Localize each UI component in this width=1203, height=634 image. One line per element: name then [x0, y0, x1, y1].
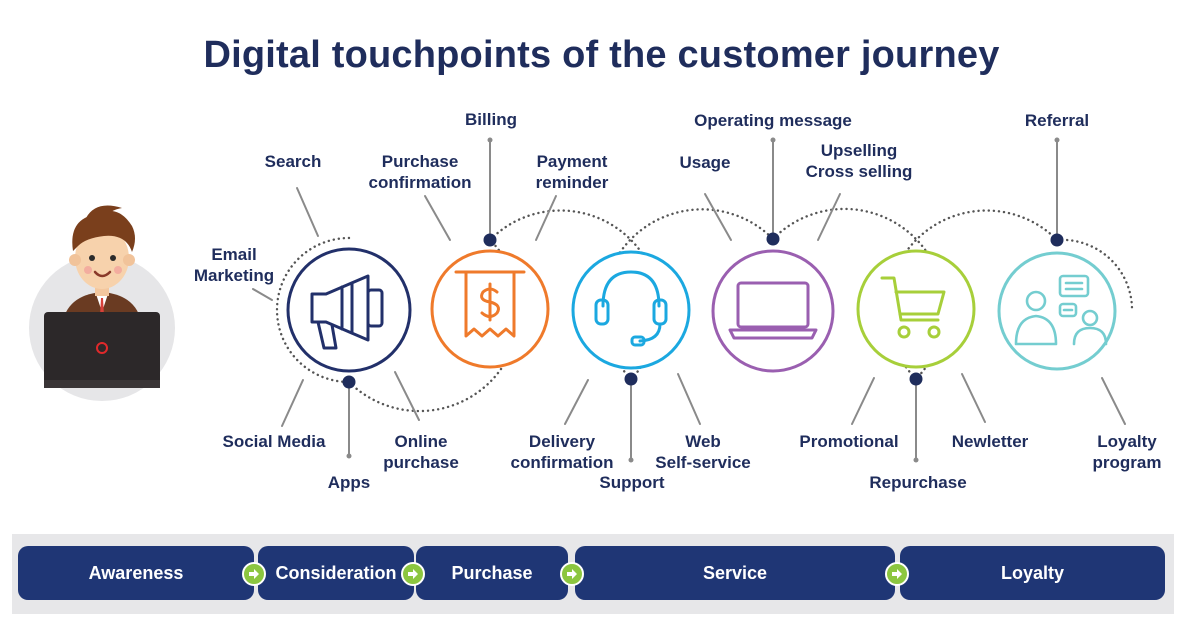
label-email-marketing: Email Marketing: [193, 245, 275, 285]
label-purchase-confirmation: Purchase confirmation: [368, 152, 472, 192]
stage-loyalty: Loyalty: [900, 546, 1165, 600]
arrow-right-icon: [885, 562, 909, 586]
stage-service: Service: [575, 546, 895, 600]
label-payment-reminder: Payment reminder: [535, 152, 609, 192]
receipt-dollar-icon: [430, 249, 550, 369]
diagram-title: Digital touchpoints of the customer jour…: [203, 34, 1000, 76]
headset-icon: [571, 250, 691, 370]
label-social-media: Social Media: [222, 432, 326, 451]
label-repurchase: Repurchase: [869, 473, 967, 492]
arrow-right-icon: [242, 562, 266, 586]
stage-consideration: Consideration: [258, 546, 414, 600]
label-operating-message: Operating message: [694, 111, 852, 130]
customer-support-chat-icon: [997, 251, 1117, 371]
label-referral: Referral: [1024, 111, 1090, 130]
label-newletter: Newletter: [951, 432, 1029, 451]
stage-awareness: Awareness: [18, 546, 254, 600]
label-usage: Usage: [679, 153, 731, 172]
label-connector-lines: [252, 139, 1126, 461]
stage-purchase: Purchase: [416, 546, 568, 600]
junction-dots: [342, 232, 1064, 389]
connector-end-dots: [346, 137, 1060, 463]
label-loyalty-program: Loyalty program: [1092, 432, 1162, 472]
megaphone-icon: [286, 247, 412, 373]
person-with-laptop-icon: [29, 205, 175, 401]
label-delivery-confirmation: Delivery confirmation: [510, 432, 614, 472]
arrow-right-icon: [560, 562, 584, 586]
journey-stage-bar: Awareness Consideration Purchase Service…: [12, 534, 1174, 614]
label-promotional: Promotional: [799, 432, 899, 451]
label-search: Search: [264, 152, 322, 171]
label-billing: Billing: [465, 110, 517, 129]
label-upselling-cross-selling: Upselling Cross selling: [805, 141, 913, 181]
label-apps: Apps: [327, 473, 371, 492]
laptop-icon: [711, 249, 835, 373]
label-web-self-service: Web Self-service: [655, 432, 751, 472]
label-support: Support: [599, 473, 665, 492]
arrow-right-icon: [401, 562, 425, 586]
shopping-cart-icon: [856, 249, 976, 369]
touchpoint-diagram: [29, 137, 1134, 463]
label-online-purchase: Online purchase: [383, 432, 459, 472]
